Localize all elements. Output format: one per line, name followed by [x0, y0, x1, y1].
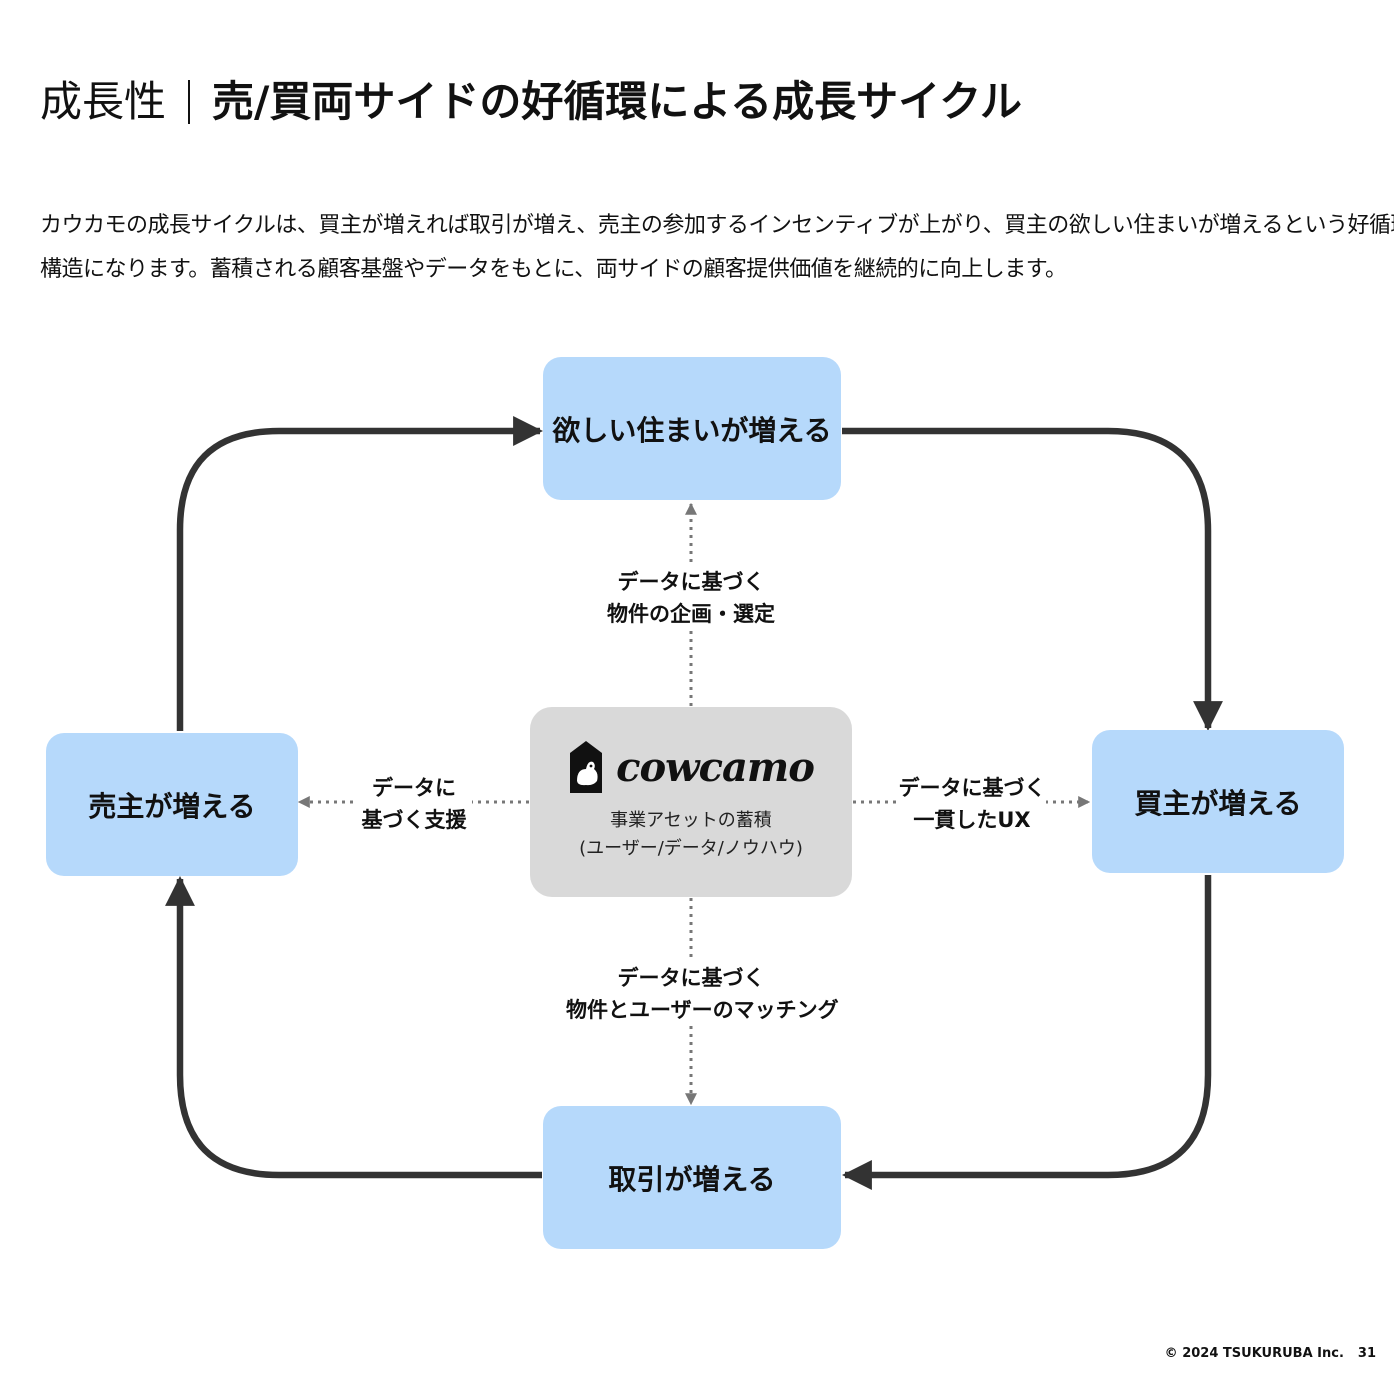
- cowcamo-house-icon: [570, 741, 603, 793]
- title-category: 成長性: [40, 77, 167, 126]
- page-number: 31: [1357, 1346, 1376, 1361]
- edge-label-right: データに基づく 一貫したUX: [898, 772, 1046, 836]
- edge-label-top-line-2: 物件の企画・選定: [607, 602, 775, 626]
- edge-label-right-line-2: 一貫したUX: [913, 808, 1031, 832]
- edge-label-top-line-1: データに基づく: [617, 570, 765, 594]
- node-buyers: 買主が増える: [1092, 730, 1344, 873]
- center-line-2: (ユーザー/データ/ノウハウ): [579, 838, 803, 859]
- cowcamo-logo: cowcamo: [568, 739, 815, 795]
- center-description: 事業アセットの蓄積 (ユーザー/データ/ノウハウ): [579, 807, 803, 863]
- cycle-arrow-right-to-bottom: [842, 875, 1212, 1190]
- edge-label-right-line-1: データに基づく: [898, 776, 1046, 800]
- title-divider: [188, 80, 191, 124]
- edge-label-left: データに 基づく支援: [356, 772, 472, 836]
- logo-wordmark: cowcamo: [616, 743, 815, 791]
- edge-label-top: データに基づく 物件の企画・選定: [600, 566, 782, 630]
- description-line-1: カウカモの成長サイクルは、買主が増えれば取引が増え、売主の参加するインセンティブ…: [40, 213, 1394, 238]
- node-desired-homes: 欲しい住まいが増える: [543, 357, 841, 500]
- description-line-2: 構造になります。蓄積される顧客基盤やデータをもとに、両サイドの顧客提供価値を継続…: [40, 257, 1067, 282]
- cycle-arrow-top-to-right: [842, 427, 1223, 731]
- edge-label-bottom: データに基づく 物件とユーザーのマッチング: [566, 962, 839, 1026]
- title-main: 売/買両サイドの好循環による成長サイクル: [212, 77, 1022, 126]
- cycle-arrow-left-to-top: [176, 416, 543, 731]
- center-asset-box: cowcamo 事業アセットの蓄積 (ユーザー/データ/ノウハウ): [530, 707, 852, 897]
- description: カウカモの成長サイクルは、買主が増えれば取引が増え、売主の参加するインセンティブ…: [40, 204, 1394, 292]
- node-transactions: 取引が増える: [543, 1106, 841, 1249]
- copyright: © 2024 TSUKURUBA Inc.: [1164, 1346, 1344, 1361]
- edge-label-left-line-1: データに: [372, 776, 456, 800]
- center-line-1: 事業アセットの蓄積: [610, 810, 772, 831]
- page-title: 成長性売/買両サイドの好循環による成長サイクル: [40, 72, 1022, 132]
- edge-label-left-line-2: 基づく支援: [361, 808, 467, 832]
- cycle-arrow-bottom-to-left: [165, 876, 542, 1179]
- edge-label-bottom-line-2: 物件とユーザーのマッチング: [566, 998, 839, 1022]
- edge-label-bottom-line-1: データに基づく: [617, 966, 765, 990]
- node-sellers: 売主が増える: [46, 733, 298, 876]
- footer: © 2024 TSUKURUBA Inc. 31: [1165, 1346, 1376, 1361]
